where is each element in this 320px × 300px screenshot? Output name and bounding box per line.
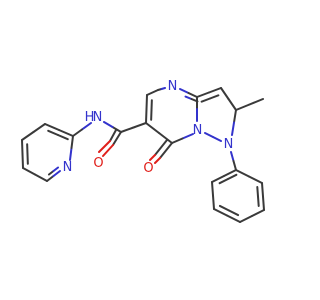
bond-line <box>190 98 199 103</box>
bond-line <box>251 209 265 217</box>
bond-line <box>208 87 222 94</box>
bond-line <box>235 169 250 178</box>
bond-line <box>52 170 61 177</box>
bond-line <box>158 132 173 144</box>
bond-line <box>239 215 253 223</box>
bond-line <box>109 129 117 142</box>
bond-line <box>227 98 237 111</box>
bond-line <box>154 139 168 156</box>
bond-line <box>149 154 156 161</box>
molecule-structure: N N N O O N H N <box>21 79 265 223</box>
bond-line <box>22 167 36 176</box>
bond-line <box>181 133 194 140</box>
atom-n7a: N <box>193 123 203 138</box>
bond-line <box>159 142 173 159</box>
bond-line <box>200 97 211 103</box>
bond-line <box>212 136 222 142</box>
bond-line <box>235 103 251 111</box>
bond-line <box>154 157 161 164</box>
bond-line <box>146 89 159 96</box>
bond-line <box>145 122 160 134</box>
bond-line <box>204 132 214 138</box>
bond-line <box>145 94 148 110</box>
bond-line <box>187 92 198 98</box>
bond-line <box>103 121 114 128</box>
atom-labels: N N N O O N H N <box>63 79 234 176</box>
bond-line <box>58 129 74 137</box>
bond-line <box>32 123 46 133</box>
bond-line <box>233 109 237 124</box>
bond-line <box>81 122 92 131</box>
bond-line <box>213 208 228 217</box>
bond-line <box>218 204 230 212</box>
bond-line <box>120 126 135 133</box>
bond-line <box>212 194 215 210</box>
bond-line <box>160 87 166 90</box>
bond-line <box>145 108 148 124</box>
bond-line <box>209 94 220 100</box>
atom-o-carbonyl-ring: O <box>143 161 153 176</box>
bonds <box>21 87 265 223</box>
bond-line <box>256 186 259 198</box>
bond-line <box>171 137 184 144</box>
bond-line <box>220 87 230 100</box>
bond-line <box>228 209 240 217</box>
bond-line <box>52 166 60 172</box>
bond-line <box>211 175 225 183</box>
bond-line <box>112 131 122 146</box>
bond-line <box>223 169 237 177</box>
bond-line <box>231 121 235 136</box>
bond-line <box>261 182 264 198</box>
bond-line <box>218 178 229 185</box>
bond-line <box>132 122 147 129</box>
bond-line <box>44 123 60 131</box>
bond-line <box>248 98 264 106</box>
bond-line <box>179 88 190 94</box>
bond-line <box>227 173 238 180</box>
atom-n-amide: N <box>93 110 103 125</box>
bond-line <box>230 151 235 162</box>
bond-line <box>47 129 59 136</box>
atom-n1: N <box>224 137 234 152</box>
bond-line <box>21 139 24 155</box>
bond-line <box>262 195 265 211</box>
bond-line <box>34 173 48 182</box>
bond-line <box>21 131 35 141</box>
atom-o-amide: O <box>93 156 103 171</box>
bond-line <box>111 126 122 133</box>
bond-line <box>257 195 260 207</box>
bond-line <box>232 160 237 171</box>
bond-line <box>226 214 241 223</box>
atom-h-amide: H <box>85 110 95 125</box>
bond-line <box>70 135 74 149</box>
bond-line <box>46 175 55 182</box>
bond-line <box>211 181 214 197</box>
atom-n-pyridine: N <box>63 160 73 175</box>
bond-line <box>196 91 210 98</box>
bond-line <box>102 144 114 157</box>
bond-line <box>72 128 83 137</box>
bond-line <box>57 134 69 141</box>
bond-line <box>21 153 24 169</box>
bond-line <box>184 95 193 100</box>
bond-line <box>98 140 111 153</box>
atom-n4: N <box>168 79 178 94</box>
bond-line <box>69 147 73 161</box>
bond-line <box>248 175 263 184</box>
